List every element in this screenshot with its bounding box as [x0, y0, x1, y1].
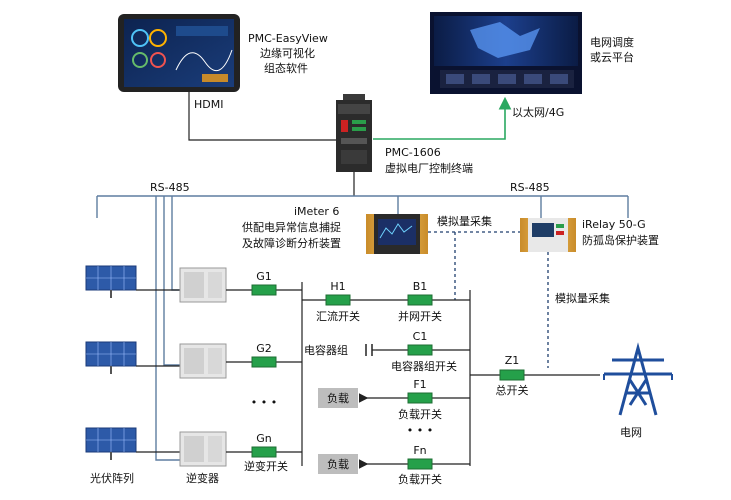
- irelay-device-icon: [520, 218, 576, 252]
- switch-b1-caption: 并网开关: [398, 309, 442, 323]
- pv-array-icon: [85, 427, 137, 460]
- hmi-desc-line1: 边缘可视化: [260, 46, 315, 60]
- inverter-icon: [179, 431, 227, 467]
- inverter-icon: [179, 343, 227, 379]
- rs485-right-label: RS-485: [510, 181, 550, 194]
- hdmi-link: [188, 92, 336, 141]
- switch-c1[interactable]: [407, 344, 433, 356]
- pv-array-label: 光伏阵列: [90, 471, 134, 485]
- capacitor-bank-label: 电容器组: [304, 343, 348, 357]
- switch-gn-label: Gn: [256, 432, 272, 445]
- switch-fn-label: Fn: [413, 444, 426, 457]
- hdmi-label: HDMI: [194, 98, 223, 111]
- controller-device-icon: [336, 94, 372, 172]
- switch-fn-caption: 负载开关: [398, 472, 442, 486]
- imeter-device-icon: [366, 214, 428, 254]
- pv-array-icon: [85, 341, 137, 374]
- load-fn-label: 负载: [327, 457, 349, 471]
- load-box-f1: [318, 388, 358, 408]
- hmi-desc-line2: 组态软件: [264, 61, 308, 75]
- inverter-icon: [179, 267, 227, 303]
- switch-c1-caption: 电容器组开关: [391, 359, 457, 373]
- inverter-label: 逆变器: [186, 471, 219, 485]
- rs485-left-label: RS-485: [150, 181, 190, 194]
- gen-switch-ellipsis: • • •: [251, 396, 277, 409]
- capacitor-icon: [365, 344, 376, 356]
- controller-model: PMC-1606: [385, 146, 441, 159]
- switch-f1-label: F1: [413, 378, 426, 391]
- switch-h1-label: H1: [330, 280, 345, 293]
- switch-fn[interactable]: [407, 458, 433, 470]
- rs485-inverter-drop-mid: [163, 196, 180, 366]
- analog-label-1: 模拟量采集: [437, 214, 492, 228]
- ethernet-uplink: [373, 96, 512, 140]
- load-f1-label: 负载: [327, 391, 349, 405]
- switch-h1-caption: 汇流开关: [316, 309, 360, 323]
- controller-desc: 虚拟电厂控制终端: [385, 161, 473, 175]
- transmission-tower-icon: [603, 342, 673, 416]
- inverter-switch-caption: 逆变开关: [244, 459, 288, 473]
- switch-z1[interactable]: [499, 369, 525, 381]
- ethernet-label: 以太网/4G: [512, 106, 564, 119]
- switch-z1-label: Z1: [505, 354, 520, 367]
- imeter-desc-line1: 供配电异常信息捕捉: [242, 220, 341, 234]
- switch-g1[interactable]: [251, 284, 277, 296]
- switch-c1-label: C1: [413, 330, 428, 343]
- switch-g2-label: G2: [256, 342, 272, 355]
- switch-f1[interactable]: [407, 392, 433, 404]
- imeter-model: iMeter 6: [294, 205, 339, 218]
- switch-b1[interactable]: [407, 294, 433, 306]
- switch-b1-label: B1: [413, 280, 428, 293]
- irelay-model: iRelay 50-G: [582, 218, 646, 231]
- switch-z1-caption: 总开关: [496, 383, 529, 397]
- switch-h1[interactable]: [325, 294, 351, 306]
- cloud-line1: 电网调度: [590, 35, 634, 49]
- load-switch-ellipsis: • • •: [407, 424, 433, 437]
- switch-g1-label: G1: [256, 270, 272, 283]
- irelay-desc: 防孤岛保护装置: [582, 233, 659, 247]
- load-box-fn: [318, 454, 358, 474]
- cloud-line2: 或云平台: [590, 50, 634, 64]
- pv-array-icon: [85, 265, 137, 298]
- analog-label-2: 模拟量采集: [555, 291, 610, 305]
- imeter-desc-line2: 及故障诊断分析装置: [242, 236, 341, 250]
- switch-g2[interactable]: [251, 356, 277, 368]
- switch-gn[interactable]: [251, 446, 277, 458]
- grid-label: 电网: [620, 426, 642, 439]
- hmi-name: PMC-EasyView: [248, 32, 328, 45]
- rs485-inverter-drop-outer: [155, 196, 180, 461]
- rs485-inverter-drop-inner: [171, 196, 180, 291]
- control-room-icon: [430, 12, 582, 94]
- hmi-tablet-icon: [118, 14, 240, 92]
- switch-f1-caption: 负载开关: [398, 407, 442, 421]
